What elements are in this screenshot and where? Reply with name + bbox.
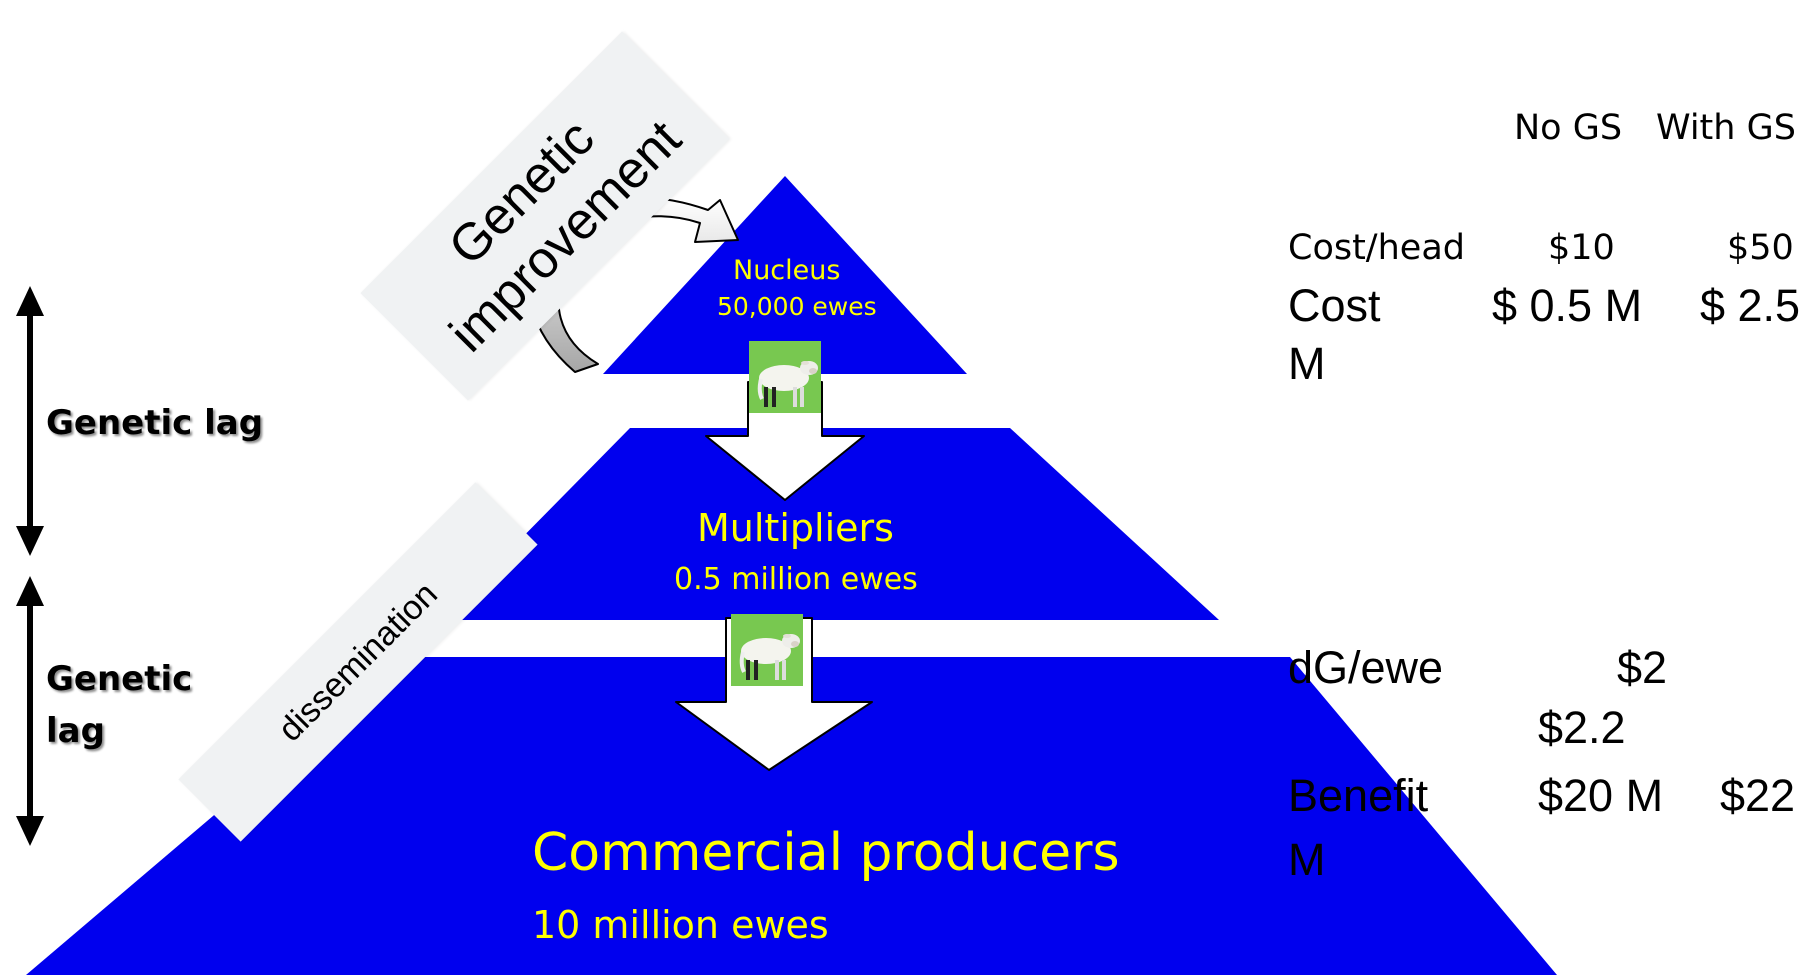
double-arrow-icon bbox=[16, 576, 44, 846]
header-no-gs: No GS bbox=[1514, 108, 1623, 148]
multipliers-size: 0.5 million ewes bbox=[674, 562, 918, 597]
cost-head-label: Cost/head bbox=[1288, 228, 1465, 268]
cost-with-gs: $ 2.5 bbox=[1700, 280, 1801, 331]
header-with-gs: With GS bbox=[1656, 108, 1796, 148]
dg-label: dG/ewe bbox=[1288, 642, 1444, 693]
cost-label: Cost bbox=[1288, 280, 1381, 331]
dg-with-gs: $2.2 bbox=[1538, 702, 1626, 753]
genetic-lag-lower-line-1: Genetic bbox=[46, 659, 193, 699]
commercial-size: 10 million ewes bbox=[532, 903, 829, 947]
benefit-with-gs-wrap: M bbox=[1288, 834, 1326, 885]
cost-no-gs: $ 0.5 M bbox=[1492, 280, 1643, 331]
benefit-label: Benefit bbox=[1288, 770, 1429, 821]
double-arrow-icon bbox=[16, 286, 44, 556]
commercial-label: Commercial producers bbox=[532, 823, 1120, 883]
down-arrow-icon bbox=[705, 339, 865, 501]
multipliers-label: Multipliers bbox=[697, 506, 894, 550]
nucleus-tier bbox=[603, 176, 967, 374]
down-arrow-icon bbox=[675, 612, 873, 771]
cost-head-with-gs: $50 bbox=[1727, 228, 1794, 268]
cost-with-gs-wrap: M bbox=[1288, 338, 1326, 389]
nucleus-label: Nucleus bbox=[733, 255, 841, 286]
genetic-lag-lower-line-2: lag bbox=[46, 711, 105, 751]
genetic-lag-upper: Genetic lag bbox=[46, 403, 264, 443]
nucleus-size: 50,000 ewes bbox=[717, 292, 877, 321]
benefit-with-gs: $22 bbox=[1720, 770, 1796, 821]
commercial-tier bbox=[26, 657, 1557, 975]
cost-head-no-gs: $10 bbox=[1548, 228, 1615, 268]
dg-no-gs: $2 bbox=[1617, 642, 1668, 693]
benefit-no-gs: $20 M bbox=[1538, 770, 1664, 821]
multipliers-tier bbox=[441, 428, 1219, 620]
